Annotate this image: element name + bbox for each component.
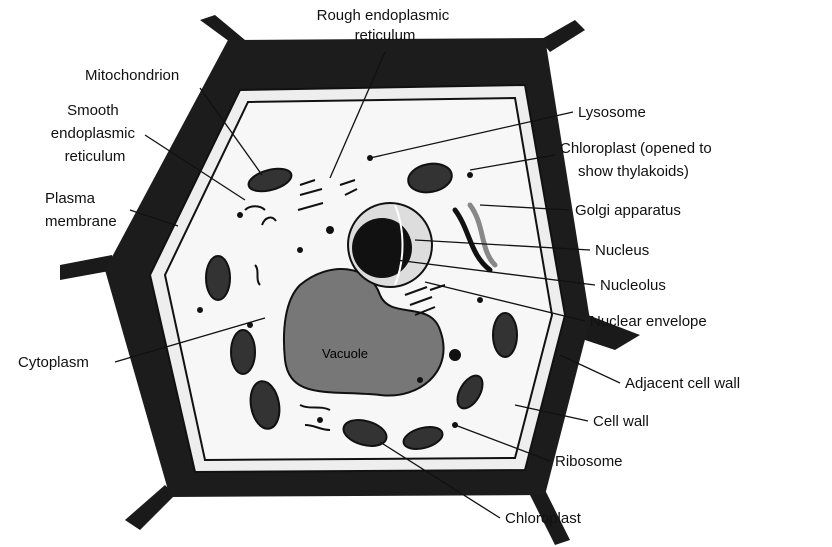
label-nuclear-envelope: Nuclear envelope [590,313,707,330]
golgi-apparatus [452,202,498,273]
label-smooth-er: Smooth endoplasmic reticulum [51,102,139,165]
label-mitochondrion: Mitochondrion [85,67,179,84]
label-vacuole: Vacuole [322,346,368,361]
label-ribosome: Ribosome [555,453,623,470]
ribosomes [197,155,483,428]
label-nucleus: Nucleus [595,242,649,259]
label-lysosome: Lysosome [578,104,646,121]
label-adjacent-cell-wall: Adjacent cell wall [625,375,740,392]
leader-lines [114,51,621,519]
label-golgi-apparatus: Golgi apparatus [575,202,681,219]
label-cytoplasm: Cytoplasm [18,354,89,371]
vacuole [282,268,445,397]
label-chloroplast: Chloroplast [505,510,582,527]
chloroplasts [205,162,518,450]
label-nucleolus: Nucleolus [600,277,666,294]
label-cell-wall: Cell wall [593,413,649,430]
endoplasmic-reticulum [244,179,446,431]
label-plasma-membrane: Plasma membrane [45,190,117,230]
label-rough-er: Rough endoplasmic reticulum [317,7,454,44]
nucleus [347,202,433,288]
label-chloroplast-opened: Chloroplast (opened to show thylakoids) [560,140,716,180]
